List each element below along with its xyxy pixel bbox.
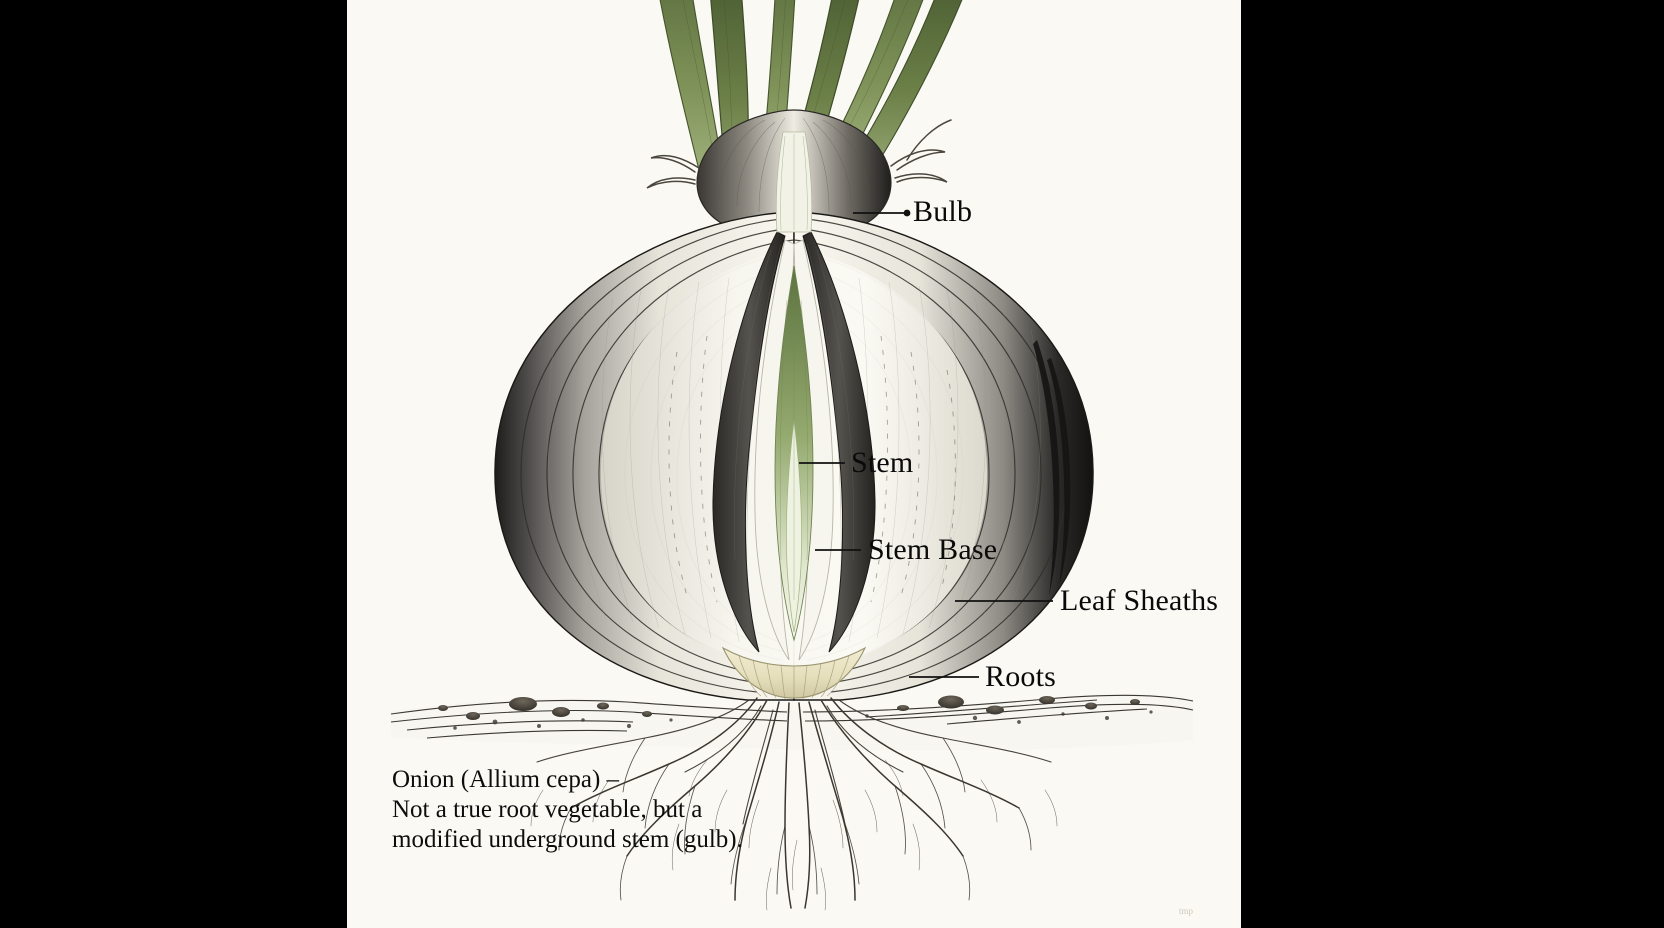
caption-line-3: modified underground stem (gulb).	[392, 826, 743, 853]
inner-scales	[712, 131, 876, 661]
caption-line-2: Not a true root vegetable, but a	[392, 796, 703, 823]
label-leader-lines	[799, 209, 1053, 678]
label-roots: Roots	[985, 660, 1057, 693]
basal-plate	[721, 646, 867, 700]
label-leaf-sheaths: Leaf Sheaths	[1060, 584, 1219, 617]
leader-dot-bulb	[903, 209, 911, 217]
root-system	[530, 697, 1058, 911]
label-bulb: Bulb	[913, 195, 973, 228]
figure-caption: Onion (Allium cepa) – Not a true root ve…	[392, 765, 743, 855]
letterbox-bar-right	[1241, 0, 1664, 928]
letterbox-bar-left	[0, 0, 347, 928]
soil-line	[390, 694, 1194, 751]
illustration-panel: tmp Bulb Stem Stem Base Leaf Sheaths Roo…	[347, 0, 1241, 928]
caption-line-1: Onion (Allium cepa) –	[392, 766, 620, 793]
bulb-body	[494, 211, 1094, 701]
onion-diagram: tmp	[390, 0, 1194, 916]
label-stem: Stem	[851, 446, 914, 479]
corner-artifact: tmp	[1179, 906, 1194, 916]
label-stem-base: Stem Base	[868, 533, 998, 566]
